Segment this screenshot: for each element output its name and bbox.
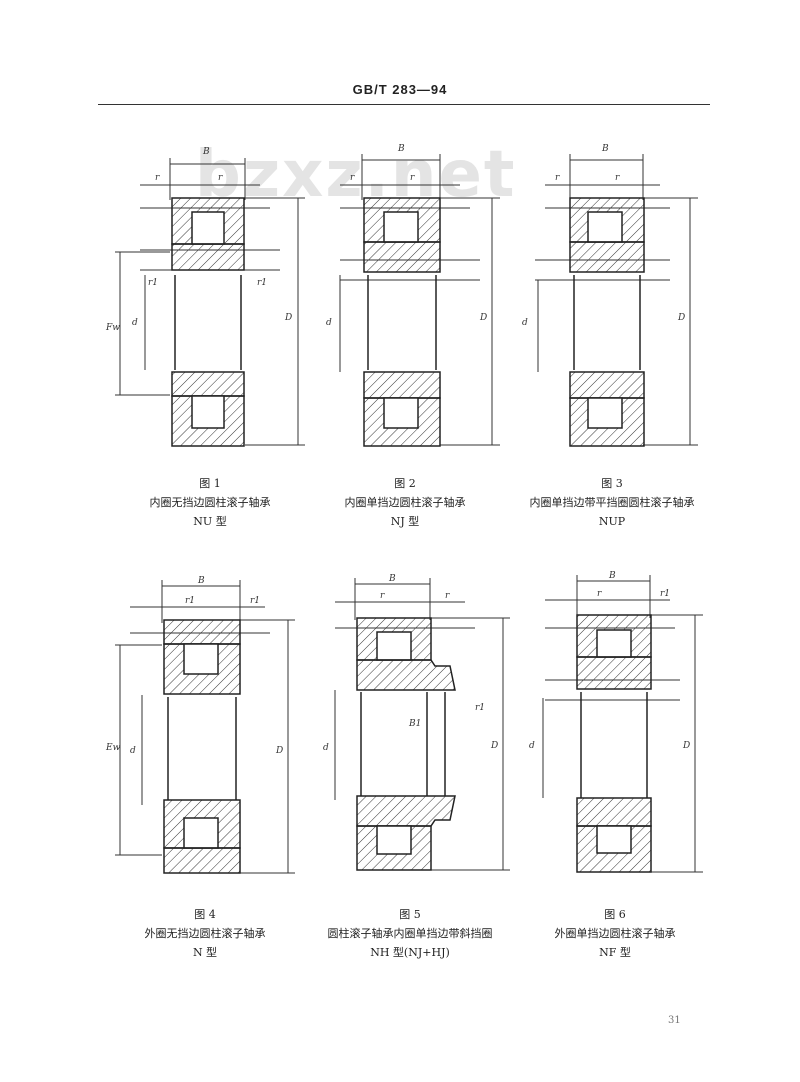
- svg-text:B: B: [601, 144, 609, 154]
- svg-text:r: r: [597, 589, 602, 599]
- svg-text:B: B: [608, 571, 616, 581]
- svg-text:r1: r1: [185, 596, 195, 606]
- figure-3-drawing: B r r d D: [522, 144, 698, 447]
- figure-3-caption: 图 3 内圈单挡边带平挡圈圆柱滚子轴承 NUP: [497, 474, 727, 531]
- figure-5-drawing: B r r d D B1 r1: [323, 574, 510, 871]
- dim-D: D: [284, 313, 292, 323]
- svg-text:B: B: [388, 574, 396, 584]
- dim-Ew: Ew: [105, 743, 121, 753]
- svg-text:D: D: [682, 741, 690, 751]
- dim-Fw: Fw: [105, 323, 120, 333]
- figure-3-label: 图 3: [601, 477, 623, 490]
- svg-text:B: B: [397, 144, 405, 154]
- svg-text:r1: r1: [475, 703, 485, 713]
- svg-text:r: r: [380, 591, 385, 601]
- svg-text:r: r: [155, 173, 160, 183]
- figure-2-title: 内圈单挡边圆柱滚子轴承: [344, 496, 466, 509]
- figure-5-label: 图 5: [399, 908, 421, 921]
- page-header: GB/T 283—94: [352, 82, 448, 97]
- figure-6-drawing: B r r1 d D: [529, 571, 703, 873]
- figure-6-label: 图 6: [604, 908, 626, 921]
- figure-6-title: 外圈单挡边圆柱滚子轴承: [554, 927, 676, 940]
- svg-text:r: r: [615, 173, 620, 183]
- svg-text:d: d: [323, 743, 329, 753]
- watermark: bzxz.net: [195, 138, 517, 212]
- svg-text:r1: r1: [257, 278, 267, 288]
- svg-text:r: r: [555, 173, 560, 183]
- svg-text:D: D: [677, 313, 685, 323]
- svg-text:d: d: [529, 741, 535, 751]
- header-rule: [98, 104, 710, 105]
- dim-d: d: [132, 318, 138, 328]
- figure-4-caption: 图 4 外圈无挡边圆柱滚子轴承 N 型: [90, 905, 320, 962]
- figure-1-title: 内圈无挡边圆柱滚子轴承: [149, 496, 271, 509]
- svg-text:B: B: [197, 576, 205, 586]
- figure-5-title: 圆柱滚子轴承内圈单挡边带斜挡圈: [327, 927, 493, 940]
- figure-6-type: NF 型: [599, 946, 631, 959]
- figure-5-type: NH 型(NJ+HJ): [370, 946, 450, 959]
- svg-text:d: d: [326, 318, 332, 328]
- figure-5-caption: 图 5 圆柱滚子轴承内圈单挡边带斜挡圈 NH 型(NJ+HJ): [295, 905, 525, 962]
- svg-text:D: D: [275, 746, 283, 756]
- figure-4-type: N 型: [192, 946, 218, 959]
- figure-2-label: 图 2: [394, 477, 416, 490]
- svg-text:r1: r1: [148, 278, 158, 288]
- svg-text:r1: r1: [660, 589, 670, 599]
- svg-text:r: r: [350, 173, 355, 183]
- figure-3-type: NUP: [598, 515, 626, 528]
- svg-text:r1: r1: [250, 596, 260, 606]
- figure-4-title: 外圈无挡边圆柱滚子轴承: [144, 927, 266, 940]
- figure-3-title: 内圈单挡边带平挡圈圆柱滚子轴承: [529, 496, 695, 509]
- svg-text:D: D: [479, 313, 487, 323]
- figure-6-caption: 图 6 外圈单挡边圆柱滚子轴承 NF 型: [500, 905, 730, 962]
- figure-2-caption: 图 2 内圈单挡边圆柱滚子轴承 NJ 型: [290, 474, 520, 531]
- page-number: 31: [668, 1015, 681, 1026]
- figure-1-caption: 图 1 内圈无挡边圆柱滚子轴承 NU 型: [95, 474, 325, 531]
- svg-text:d: d: [522, 318, 528, 328]
- svg-text:d: d: [130, 746, 136, 756]
- figure-1-type: NU 型: [193, 515, 227, 528]
- svg-text:D: D: [490, 741, 498, 751]
- figure-4-drawing: B r1 r1 Ew d D: [105, 576, 295, 874]
- figure-1-drawing: B r r Fw d D r1 r1: [105, 147, 305, 447]
- svg-text:r: r: [218, 173, 223, 183]
- figure-2-type: NJ 型: [390, 515, 420, 528]
- dim-B1: B1: [408, 719, 421, 729]
- svg-text:r: r: [445, 591, 450, 601]
- svg-text:r: r: [410, 173, 415, 183]
- figure-1-label: 图 1: [199, 477, 221, 490]
- dim-B: B: [202, 147, 210, 157]
- figure-4-label: 图 4: [194, 908, 216, 921]
- figure-2-drawing: B r r d D: [326, 144, 500, 447]
